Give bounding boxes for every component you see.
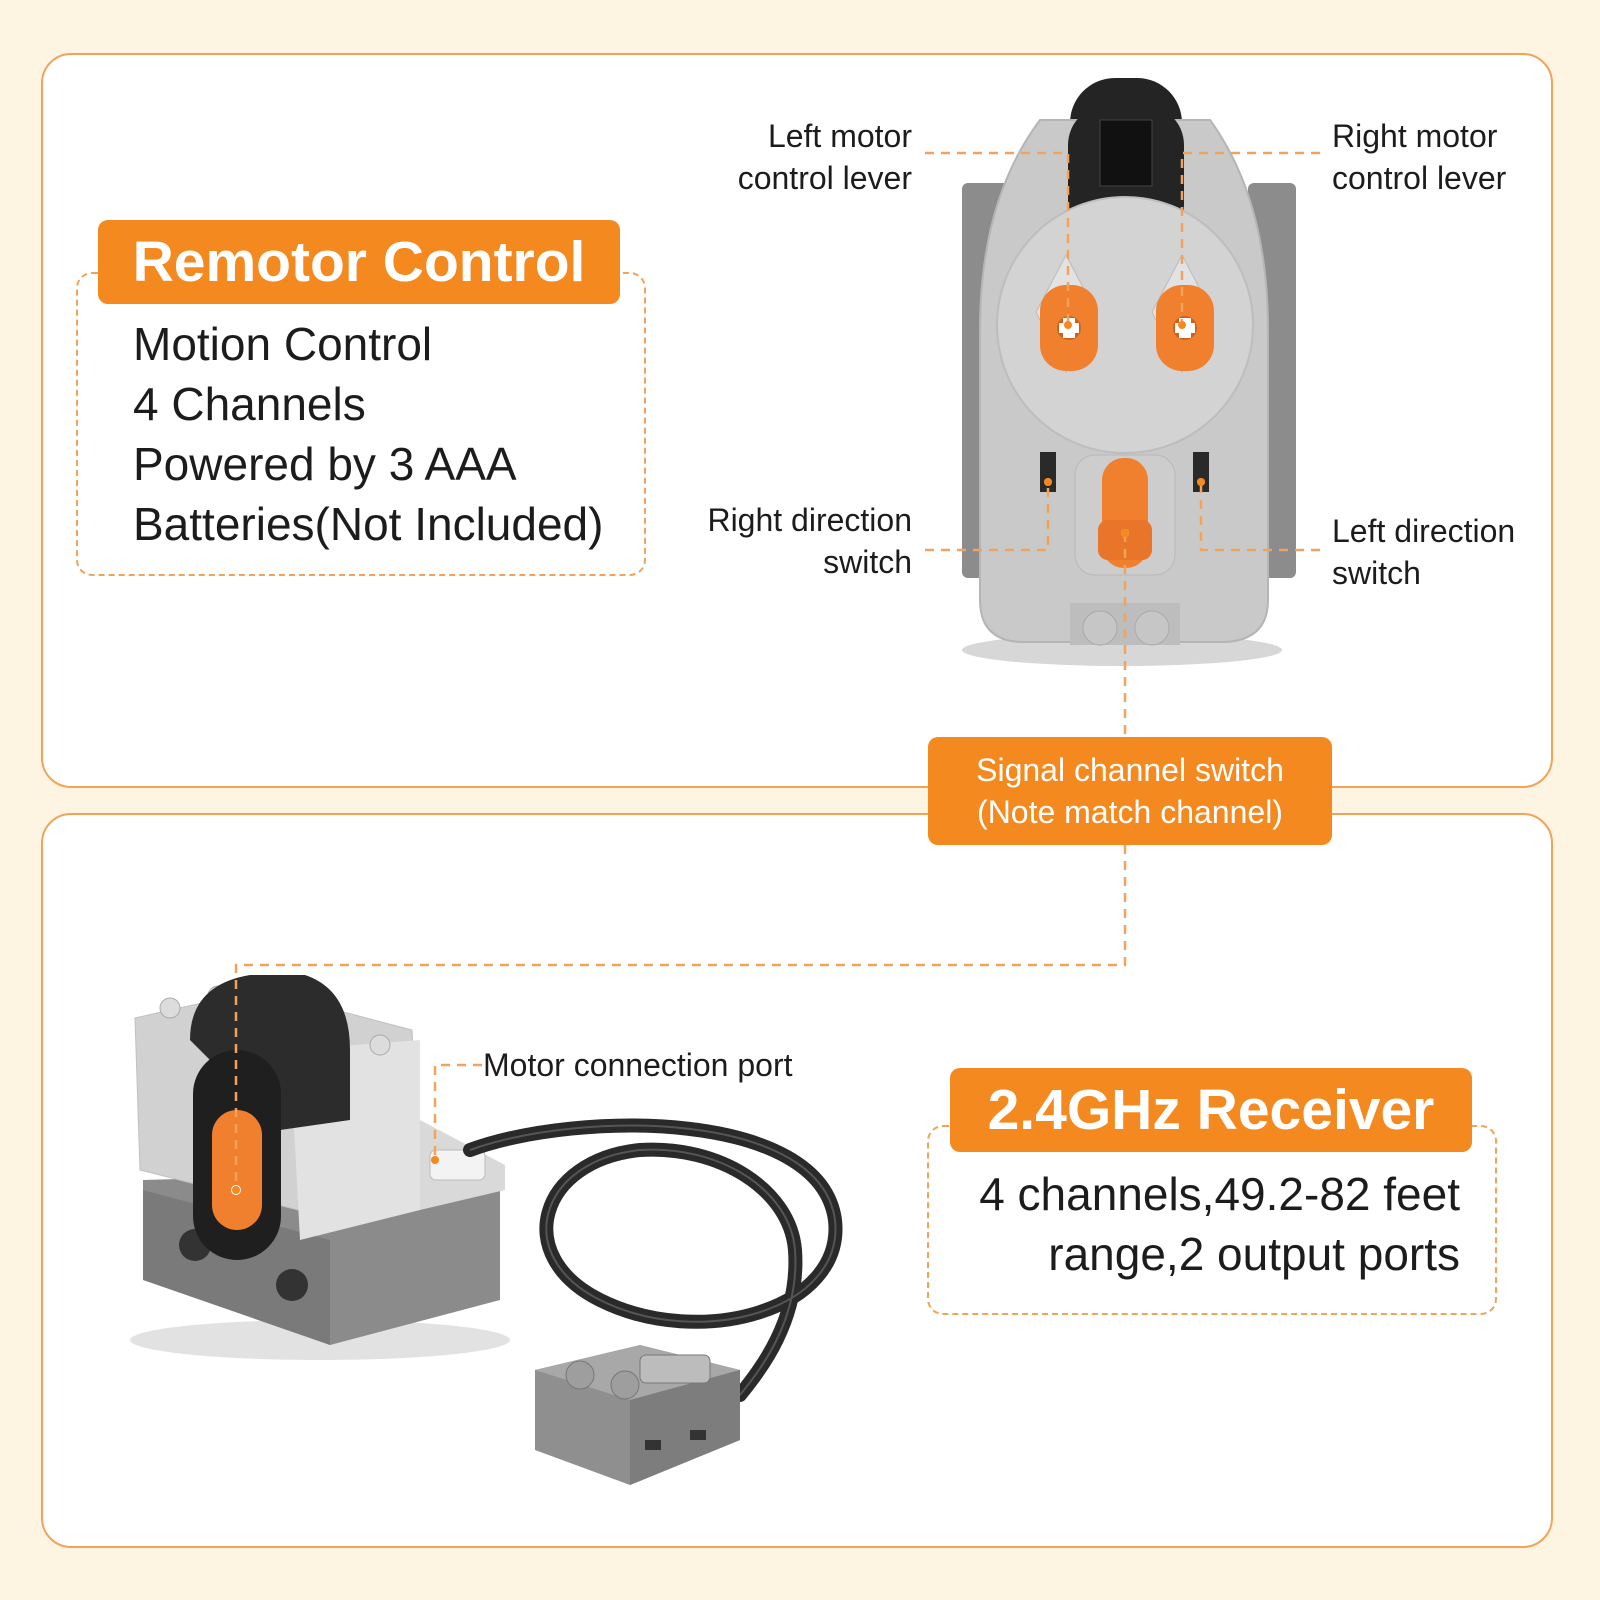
callout-dots <box>232 321 1205 1194</box>
receiver-title-badge: 2.4GHz Receiver <box>950 1068 1472 1152</box>
receiver-block-icon <box>130 975 510 1360</box>
remote-panel <box>41 53 1553 788</box>
motor-port-label: Motor connection port <box>483 1047 793 1083</box>
remote-title: Remotor Control <box>132 230 586 294</box>
feature-item: 4 Channels <box>133 378 366 430</box>
callout-lines <box>234 151 1320 1190</box>
remote-controller-icon <box>962 78 1296 666</box>
remote-title-badge: Remotor Control <box>98 220 620 304</box>
feature-item: Batteries(Not Included) <box>133 498 604 550</box>
signal-channel-badge: Signal channel switch (Note match channe… <box>928 737 1332 845</box>
feature-item: Powered by 3 AAA <box>133 438 517 490</box>
left-switch-label: Left direction switch <box>1332 513 1516 591</box>
feature-item: Motion Control <box>133 318 433 370</box>
receiver-title: 2.4GHz Receiver <box>987 1078 1435 1142</box>
remote-feature-list: Motion Control 4 Channels Powered by 3 A… <box>133 314 603 554</box>
right-switch-label: Right direction switch <box>707 502 912 580</box>
right-lever-label: Right motor control lever <box>1332 118 1507 196</box>
receiver-spec-text: 4 channels,49.2-82 feet range,2 output p… <box>979 1168 1460 1280</box>
left-lever-label: Left motor control lever <box>737 118 912 196</box>
motor-cable-icon <box>463 1118 843 1485</box>
